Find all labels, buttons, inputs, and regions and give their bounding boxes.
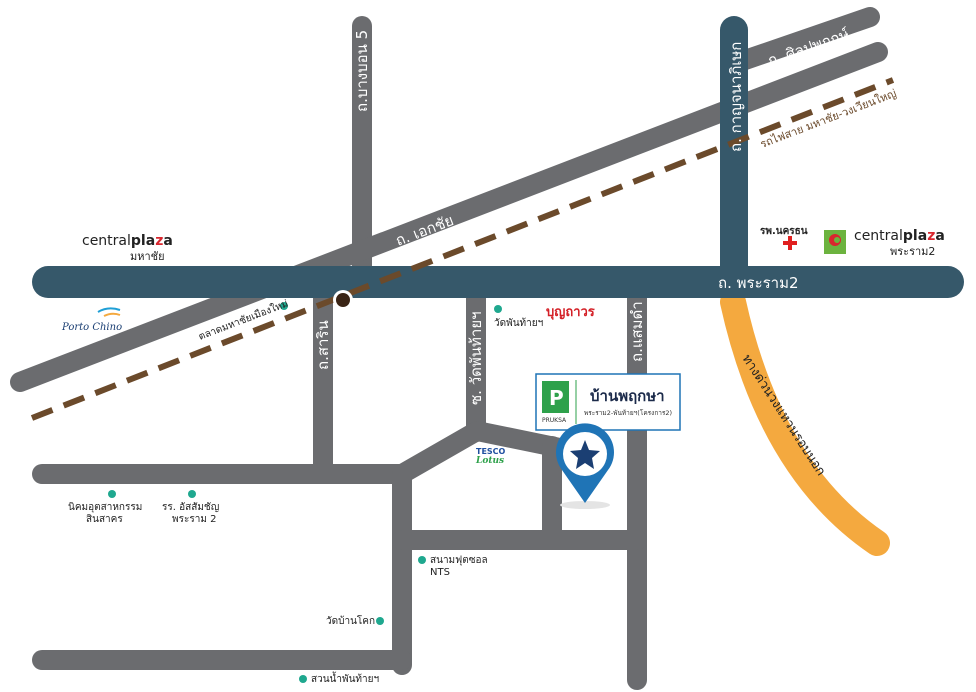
star-icon: [570, 440, 600, 469]
industrial-dot-icon: [108, 490, 116, 498]
project-callout[interactable]: P PRUKSA บ้านพฤกษา พระราม2-พันท้ายฯ(โครง…: [535, 373, 681, 431]
label-bangbon5: ถ.บางบอน 5: [353, 30, 371, 112]
label-school-2: พระราม 2: [172, 514, 216, 525]
label-park: สวนน้ำพันท้ายฯ: [311, 671, 379, 685]
label-rama2: ถ. พระราม2: [718, 274, 799, 292]
market-dot-icon: [280, 302, 288, 310]
railway-line: [30, 77, 895, 421]
park-dot-icon: [299, 675, 307, 683]
road-silapaphruek: [735, 7, 880, 70]
label-wat-bankok: วัดบ้านโคก: [326, 614, 375, 627]
stadium-dot-icon: [418, 556, 426, 564]
wat-bankok-dot-icon: [376, 617, 384, 625]
porto-chino-logo: Porto Chino: [61, 307, 122, 333]
label-saendam: ถ.แสมดำ: [628, 301, 646, 362]
label-watphanthai: ซ. วัดพันท้ายฯ: [467, 311, 485, 405]
label-sarin: ถ.สาริน: [314, 320, 332, 370]
central-plaza-rama2: centralplaza พระราม2: [854, 228, 945, 258]
pruksa-brand: PRUKSA: [542, 417, 567, 424]
hospital-nakornthon: รพ.นครธน: [760, 226, 808, 250]
big-c-logo-icon: [824, 230, 846, 254]
svg-text:Lotus: Lotus: [475, 456, 504, 466]
label-stadium-1: สนามฟุตซอล: [430, 555, 488, 566]
road-lower-horizontal: [32, 421, 570, 484]
project-sub: พระราม2-พันท้ายฯ(โครงการ2): [584, 409, 672, 417]
svg-text:มหาชัย: มหาชัย: [130, 250, 165, 263]
ring-road: [720, 289, 890, 556]
tesco-lotus-logo: TESCO Lotus: [475, 447, 506, 466]
svg-text:Porto Chino: Porto Chino: [61, 322, 122, 333]
pruksa-logo-icon: [542, 381, 569, 413]
svg-text:centralplaza: centralplaza: [854, 228, 945, 244]
svg-text:รพ.นครธน: รพ.นครธน: [760, 226, 808, 237]
label-wat-phanthai: วัดพันท้ายฯ: [494, 317, 543, 329]
project-name: บ้านพฤกษา: [590, 387, 665, 405]
svg-text:พระราม2: พระราม2: [890, 245, 935, 258]
label-school-1: รร. อัสสัมชัญ: [162, 502, 219, 513]
label-industrial-1: นิคมอุตสาหกรรม: [68, 502, 142, 513]
svg-text:TESCO: TESCO: [476, 447, 506, 456]
label-kanchanaphisek: ถ. กาญจนาภิเษก: [727, 42, 745, 152]
label-industrial-2: สินสาคร: [86, 514, 123, 525]
bunthaworn-logo: บุญถาวร: [546, 305, 595, 320]
svg-text:centralplaza: centralplaza: [82, 233, 173, 249]
label-stadium-2: NTS: [430, 567, 450, 578]
wat-phanthai-dot-icon: [494, 305, 502, 313]
central-plaza-mahachai: centralplaza มหาชัย: [82, 233, 173, 263]
location-pin-icon[interactable]: [555, 423, 614, 509]
svg-text:P: P: [549, 386, 564, 410]
school-dot-icon: [188, 490, 196, 498]
